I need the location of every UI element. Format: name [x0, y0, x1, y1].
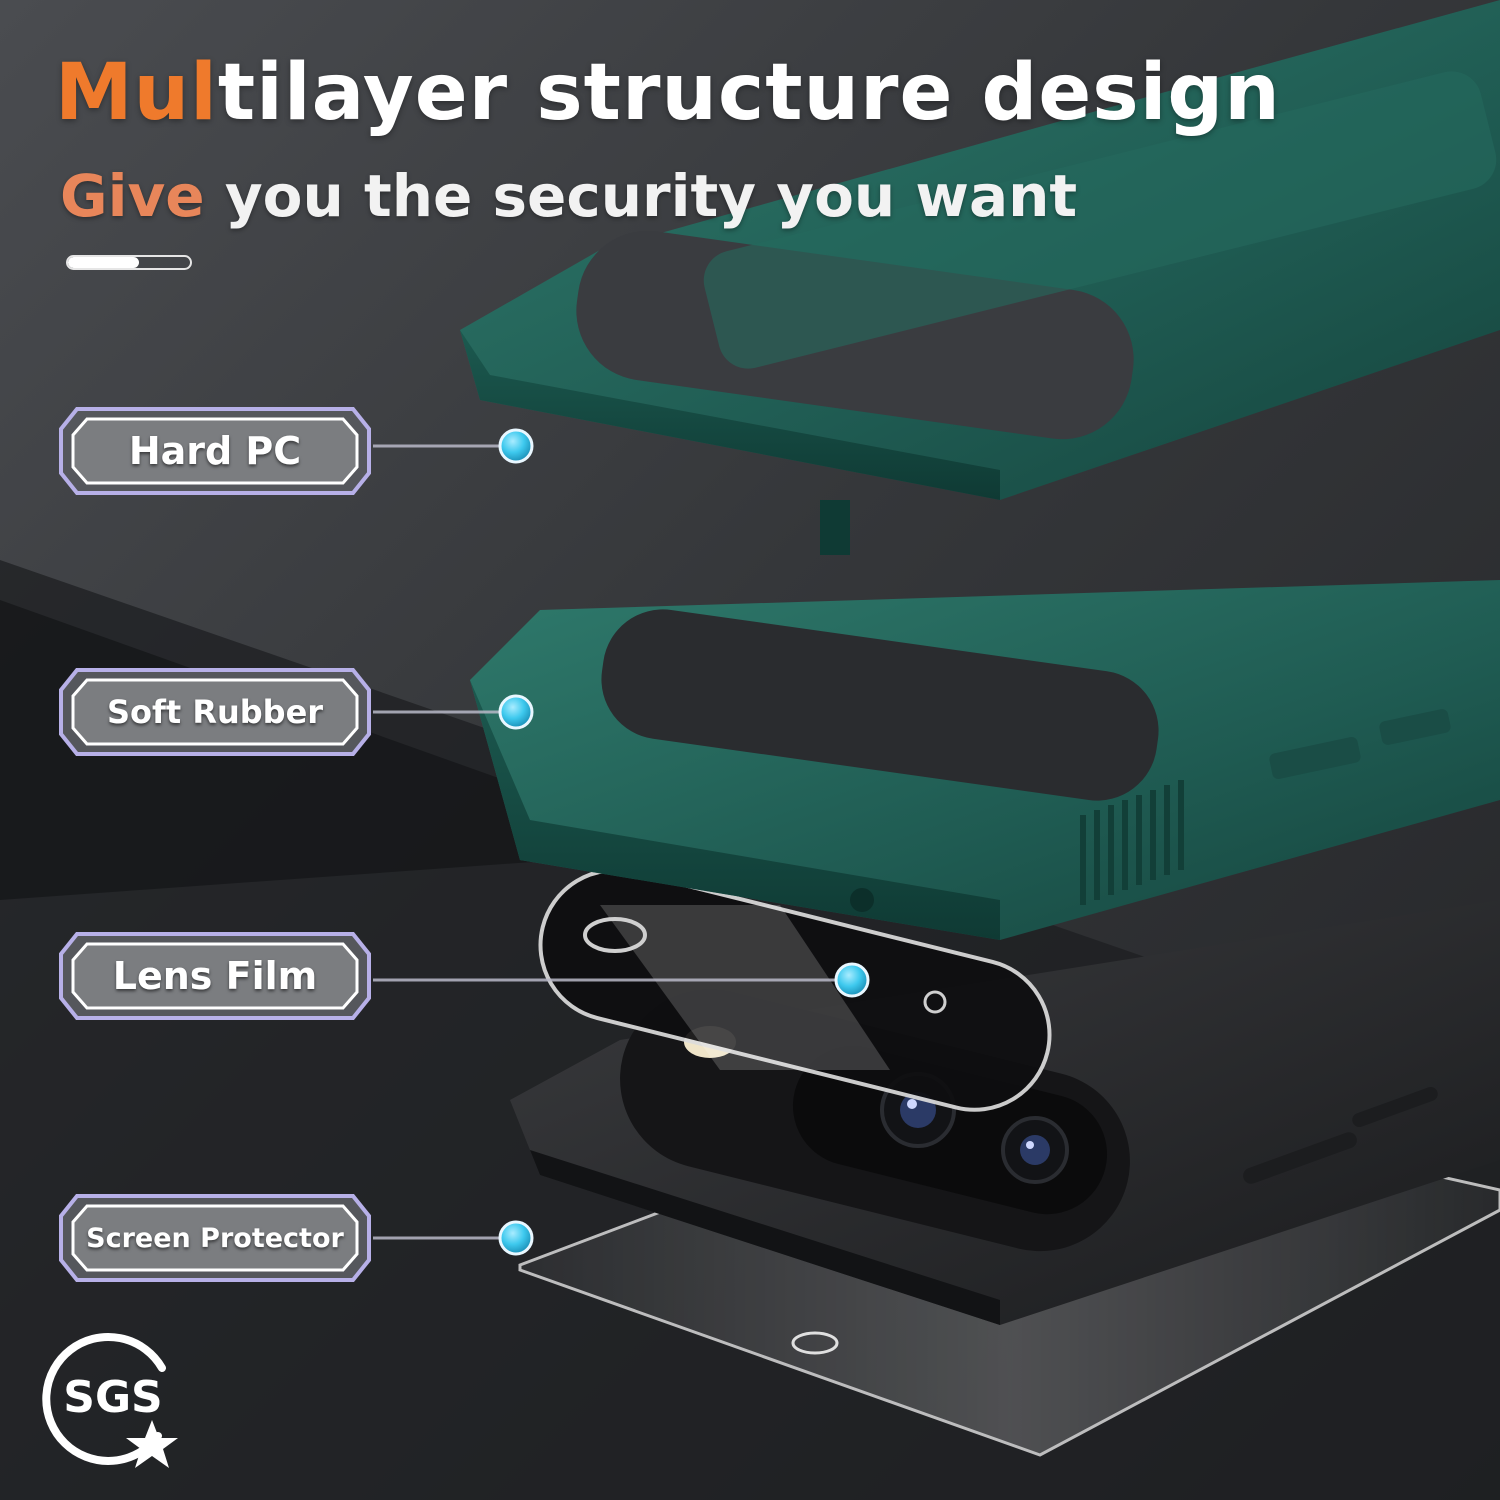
layer-label-hard-pc: Hard PC	[57, 403, 373, 499]
screen-protector-connector-dot	[498, 1220, 534, 1256]
headline-title-accent: Mul	[55, 48, 218, 138]
lens-film-connector-dot	[834, 962, 870, 998]
sgs-star-ring-icon	[42, 1332, 178, 1468]
layer-label-text: Soft Rubber	[106, 693, 324, 731]
hard-pc-connector-dot	[498, 428, 534, 464]
label-frame-icon	[59, 932, 371, 1020]
label-frame-icon	[59, 668, 371, 756]
headline-title: Multilayer structure design	[55, 48, 1281, 138]
decorative-progress-fill	[68, 257, 139, 268]
layer-label-text: Hard PC	[128, 429, 302, 473]
label-frame-icon	[59, 1194, 371, 1282]
layer-label-soft-rubber: Soft Rubber	[57, 664, 373, 760]
sgs-certification-badge: SGS	[30, 1328, 190, 1478]
headline-subtitle-rest: you the security you want	[204, 162, 1078, 230]
label-frame-icon	[59, 407, 371, 495]
headline-subtitle: Give you the security you want	[60, 162, 1077, 230]
layer-label-lens-film: Lens Film	[57, 928, 373, 1024]
decorative-progress-bar	[66, 255, 192, 270]
layer-label-text: Screen Protector	[86, 1222, 344, 1254]
headline-subtitle-accent: Give	[60, 162, 205, 230]
layer-label-screen-protector: Screen Protector	[57, 1190, 373, 1286]
sgs-badge-text: SGS	[63, 1372, 163, 1423]
layer-label-text: Lens Film	[112, 954, 318, 998]
soft-rubber-connector-dot	[498, 694, 534, 730]
headline-title-rest: tilayer structure design	[217, 48, 1281, 138]
